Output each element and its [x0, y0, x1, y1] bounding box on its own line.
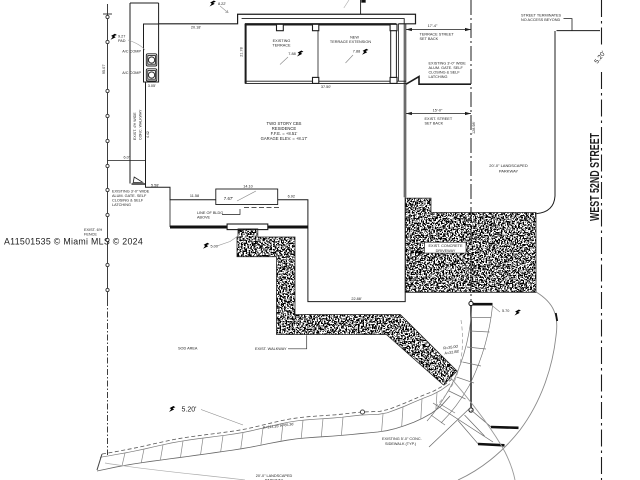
svg-text:ABOVE: ABOVE — [197, 216, 211, 220]
svg-text:4.42: 4.42 — [146, 131, 150, 138]
svg-text:8.22': 8.22' — [218, 2, 226, 6]
svg-text:5.00: 5.00 — [211, 244, 218, 248]
svg-text:SOD AREA: SOD AREA — [178, 346, 198, 350]
svg-text:EXISTING 3'-0" WIDE: EXISTING 3'-0" WIDE — [429, 62, 467, 66]
svg-text:7.88: 7.88 — [353, 50, 360, 54]
svg-text:EXIST. 4'H WIDE: EXIST. 4'H WIDE — [133, 112, 137, 140]
svg-text:37.50': 37.50' — [321, 85, 332, 89]
svg-text:EXISTING 5'-0" CONC.: EXISTING 5'-0" CONC. — [382, 437, 422, 441]
svg-text:TERRACE: TERRACE — [272, 44, 291, 48]
svg-text:A/C COMP: A/C COMP — [122, 50, 141, 54]
svg-text:RESIDENCE: RESIDENCE — [272, 126, 297, 131]
svg-text:7.88: 7.88 — [288, 52, 295, 56]
svg-text:DRIVEWAY: DRIVEWAY — [436, 249, 456, 253]
svg-text:TERRACE EXTENSION: TERRACE EXTENSION — [330, 40, 371, 44]
svg-text:ALUM. GATE. SELF: ALUM. GATE. SELF — [112, 194, 147, 198]
svg-text:NEW: NEW — [350, 36, 359, 40]
svg-text:EXISTING 3'-0" WIDE: EXISTING 3'-0" WIDE — [112, 190, 150, 194]
svg-text:A11501535 © Miami MLS © 2024: A11501535 © Miami MLS © 2024 — [4, 237, 143, 247]
svg-text:20'-0" LANDSCAPED: 20'-0" LANDSCAPED — [256, 474, 293, 478]
svg-text:PAD: PAD — [118, 39, 126, 43]
svg-text:EXIST. WALKWAY: EXIST. WALKWAY — [255, 347, 287, 351]
svg-text:TWO STORY CBS: TWO STORY CBS — [267, 121, 302, 126]
svg-text:21.78: 21.78 — [240, 47, 244, 57]
svg-text:5.58': 5.58' — [151, 183, 159, 187]
svg-text:CONC. WALKWAY: CONC. WALKWAY — [139, 109, 143, 140]
svg-text:SIDEWALK (TYP.): SIDEWALK (TYP.) — [385, 442, 417, 446]
svg-text:EXIST. STREET: EXIST. STREET — [425, 117, 453, 121]
svg-text:95.07': 95.07' — [102, 64, 106, 75]
svg-text:A/C COMP: A/C COMP — [122, 71, 141, 75]
svg-text:LATCHING: LATCHING — [112, 203, 131, 207]
svg-text:EXIST. 6'H: EXIST. 6'H — [84, 228, 102, 232]
svg-text:SET BACK: SET BACK — [420, 37, 439, 41]
svg-text:SET BACK: SET BACK — [425, 121, 444, 125]
svg-text:PARKWAY: PARKWAY — [499, 169, 519, 174]
svg-text:6.0': 6.0' — [123, 156, 129, 160]
svg-text:R=35.00': R=35.00' — [443, 344, 459, 350]
svg-text:9.27: 9.27 — [118, 35, 125, 39]
svg-text:WEST 52ND STREET: WEST 52ND STREET — [588, 133, 602, 221]
svg-text:F.F.E. = +8.51': F.F.E. = +8.51' — [271, 131, 298, 136]
svg-text:R=224.28' A=65.36': R=224.28' A=65.36' — [263, 422, 295, 430]
svg-text:NO ACCESS BEYOND: NO ACCESS BEYOND — [521, 18, 561, 22]
svg-text:CLOSING & SELF: CLOSING & SELF — [429, 71, 461, 75]
svg-text:11.58: 11.58 — [190, 194, 199, 198]
svg-text:3.05': 3.05' — [148, 84, 156, 88]
svg-text:FENCE: FENCE — [84, 233, 97, 237]
svg-text:7.67': 7.67' — [224, 196, 234, 201]
svg-text:PARKWAY: PARKWAY — [265, 478, 284, 480]
svg-text:LINE OF BLDG: LINE OF BLDG — [197, 211, 223, 215]
svg-text:LATCHING: LATCHING — [429, 75, 448, 79]
svg-text:GARAGE ELEV. = +8.17': GARAGE ELEV. = +8.17' — [261, 136, 308, 141]
svg-text:EXISTING: EXISTING — [273, 39, 291, 43]
svg-text:ALUM. GATE. SELF: ALUM. GATE. SELF — [429, 66, 464, 70]
svg-text:STREET TERMINATES: STREET TERMINATES — [521, 14, 562, 18]
svg-text:22.88': 22.88' — [351, 297, 362, 301]
svg-text:5.20': 5.20' — [182, 407, 197, 414]
svg-text:17'-4": 17'-4" — [428, 24, 438, 28]
svg-text:CLOSING & SELF: CLOSING & SELF — [112, 199, 144, 203]
svg-text:14.10: 14.10 — [243, 185, 253, 189]
svg-text:TERRACE STREET: TERRACE STREET — [420, 33, 455, 37]
svg-text:20.18': 20.18' — [191, 26, 202, 30]
svg-text:EXIST. CONCRETE: EXIST. CONCRETE — [429, 244, 463, 248]
svg-text:A=32.88': A=32.88' — [444, 349, 460, 355]
svg-text:15'-0": 15'-0" — [433, 108, 443, 112]
svg-text:5.70: 5.70 — [502, 309, 509, 313]
svg-text:128.98': 128.98' — [472, 121, 476, 134]
svg-text:6.92: 6.92 — [288, 194, 295, 198]
svg-text:20'-0" LANDSCAPED: 20'-0" LANDSCAPED — [489, 163, 528, 168]
